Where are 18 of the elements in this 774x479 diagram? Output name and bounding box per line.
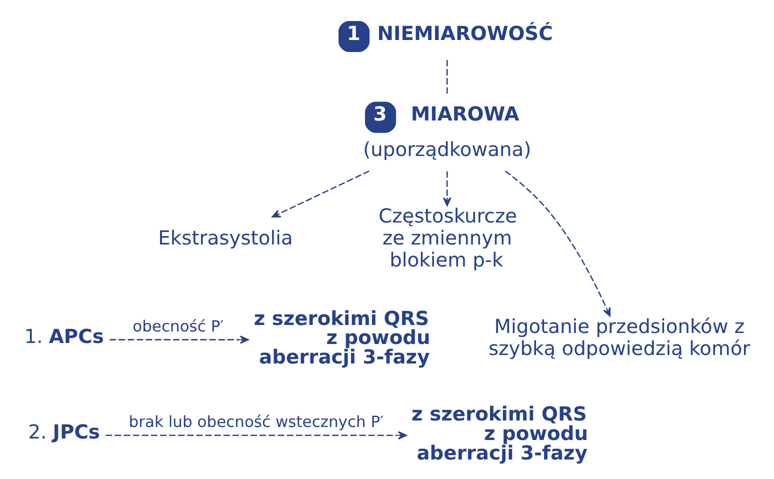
node-text: Częstoskurcze ze zmiennym blokiem p-k <box>378 204 518 272</box>
node-label: (uporządkowana) <box>363 138 532 162</box>
arrow <box>110 336 249 344</box>
arrow <box>504 170 611 317</box>
arrow <box>106 431 407 440</box>
node-text: 1. APCs <box>24 324 104 348</box>
node-text: z szerokimi QRS z powodu aberracji 3-fazy <box>254 306 430 369</box>
edge-label: brak lub obecność wstecznych P′ <box>128 413 384 432</box>
edge-label: obecność P′ <box>132 317 224 336</box>
node-text: 2. JPCs <box>28 420 100 444</box>
arrow <box>442 171 452 206</box>
connector <box>446 60 448 94</box>
node-label: NIEMIAROWOŚĆ <box>377 22 553 45</box>
node-text: z szerokimi QRS z powodu aberracji 3-fazy <box>412 402 588 464</box>
node-text: Migotanie przedsionków z szybką odpowiedzią komór <box>488 315 750 360</box>
arrow <box>272 170 370 218</box>
node-label: MIAROWA <box>410 102 520 126</box>
node-text: Ekstrasystolia <box>158 226 293 250</box>
